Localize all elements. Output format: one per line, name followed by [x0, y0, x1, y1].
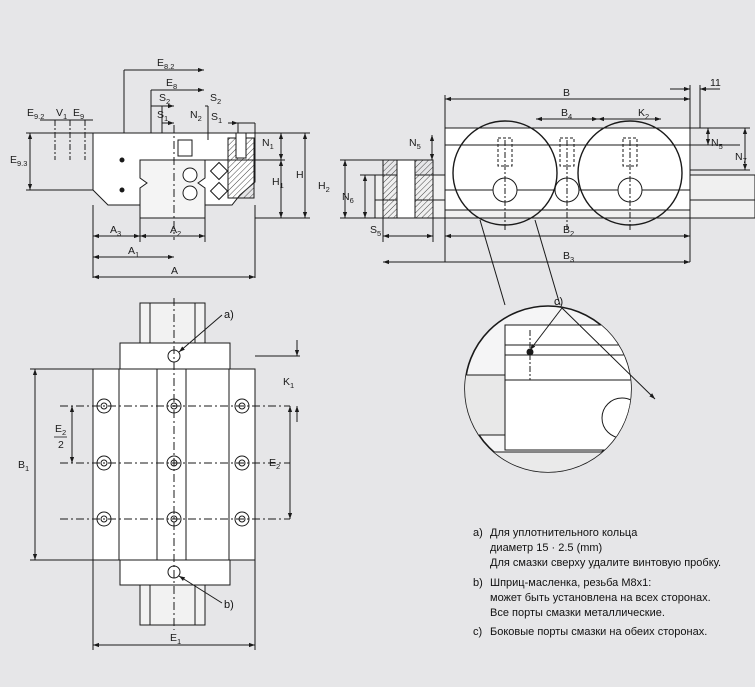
label-e9: E9	[73, 107, 84, 121]
note-body: Шприц-масленка, резьба M8x1: может быть …	[490, 576, 711, 622]
note-a: a) Для уплотнительного кольца диаметр 15…	[473, 526, 753, 572]
label-b3: B3	[563, 250, 574, 264]
note-letter: a)	[473, 527, 483, 539]
label-s2-front: S2	[159, 92, 170, 106]
note-line: Для уплотнительного кольца	[490, 527, 638, 539]
label-k2: K2	[638, 107, 649, 121]
note-line: диаметр 15 · 2.5 (mm)	[490, 542, 603, 555]
label-s5: S5	[370, 224, 381, 238]
callout-c: c)	[554, 296, 563, 308]
label-a2: A2	[170, 224, 181, 238]
dimension-labels: E8.2 E8 S2 S1 N2 S2 S1 E9.2 V1 E9 N1 E9.…	[10, 57, 747, 646]
label-s2-right: S2	[210, 92, 221, 106]
label-e2-half: E2	[55, 423, 66, 437]
label-e1: E1	[170, 632, 181, 646]
label-n2: N2	[190, 109, 202, 123]
label-b2: B2	[563, 224, 574, 238]
note-line: Шприц-масленка, резьба M8x1:	[490, 576, 652, 589]
top-view	[30, 298, 300, 650]
note-line: Боковые порты смазки на обеих сторонах.	[490, 626, 708, 639]
label-a3: A3	[110, 224, 121, 238]
label-e2-half-denominator: 2	[58, 439, 64, 451]
note-line: Все порты смазки металлические.	[490, 607, 665, 620]
label-b: B	[563, 87, 570, 99]
label-e9-3: E9.3	[10, 154, 27, 168]
label-n5-left: N5	[409, 137, 421, 151]
label-n5-right: N5	[711, 137, 723, 151]
note-letter: b)	[473, 576, 483, 589]
label-v1: V1	[56, 107, 67, 121]
note-b: b) Шприц-масленка, резьба M8x1: может бы…	[473, 576, 753, 622]
label-e2: E2	[269, 457, 280, 471]
side-view	[340, 85, 755, 306]
label-h1: H1	[272, 176, 284, 190]
callout-a: a)	[224, 309, 234, 321]
label-k1: K1	[283, 376, 294, 390]
label-n7: N7	[735, 151, 747, 165]
label-b1: B1	[18, 459, 29, 473]
label-e8-2: E8.2	[157, 57, 174, 71]
label-s1-front-b: S1	[211, 111, 222, 125]
label-s1-front-a: S1	[157, 109, 168, 123]
label-11: 11	[710, 77, 721, 89]
callout-b: b)	[224, 599, 234, 611]
notes-legend: a) Для уплотнительного кольца диаметр 15…	[473, 526, 753, 644]
note-c: c) Боковые порты смазки на обеих сторона…	[473, 625, 753, 640]
note-letter: c)	[473, 626, 483, 639]
label-a: A	[171, 265, 178, 277]
note-body: Для уплотнительного кольца диаметр 15 · …	[490, 526, 721, 572]
label-h: H	[296, 169, 304, 181]
note-line: может быть установлена на всех сторонах.	[490, 591, 711, 604]
note-line: Для смазки сверху удалите винтовую пробк…	[490, 557, 722, 570]
label-n1: N1	[262, 137, 274, 151]
label-e8: E8	[166, 77, 177, 91]
label-h2: H2	[318, 180, 330, 194]
label-a1: A1	[128, 245, 139, 259]
magnified-detail	[464, 305, 656, 473]
label-n6: N6	[342, 191, 354, 205]
note-body: Боковые порты смазки на обеих сторонах.	[490, 625, 707, 640]
label-e9-2: E9.2	[27, 107, 44, 121]
front-view	[26, 67, 310, 280]
label-b4: B4	[561, 107, 572, 121]
